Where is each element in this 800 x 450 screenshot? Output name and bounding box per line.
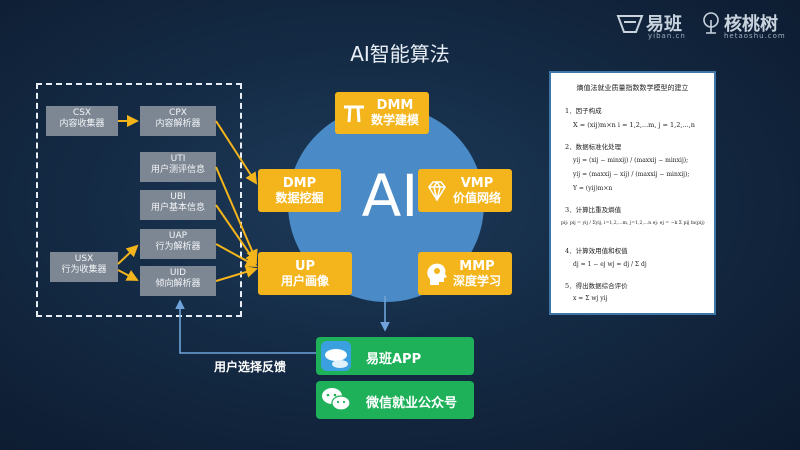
node-uap-name: 行为解析器 (155, 242, 201, 252)
formula-1: X = (xij)m×n i = 1,2,...m, j = 1,2,...,n (573, 121, 695, 129)
diamond-icon (428, 179, 446, 202)
document-step-5: 5．得出数据综合评价 (565, 282, 628, 290)
node-csx-name: 内容收集器 (59, 119, 105, 129)
document-step-1: 1．因子构成 (565, 107, 602, 115)
node-dmm: DMM 数学建模 (335, 92, 429, 134)
brain-head-icon (427, 263, 447, 285)
arrow-ubi-up (215, 204, 258, 265)
ai-label: AI (361, 162, 419, 230)
node-dmp: DMP 数据挖掘 (258, 169, 341, 212)
node-ubi: UBI 用户基本信息 (140, 190, 216, 220)
formula-5: x = Σ wj yij (573, 295, 608, 302)
node-csx: CSX 内容收集器 (46, 106, 118, 136)
node-vmp: VMP 价值网络 (418, 169, 512, 212)
arrow-uid-up (215, 266, 258, 282)
node-dmp-name: 数据挖掘 (275, 191, 324, 205)
node-csx-code: CSX (72, 108, 92, 118)
output-yiban-app: 易班APP (316, 337, 474, 375)
hetaoshu-logo: 核桃树 hetaoshu.com (700, 10, 796, 40)
node-up-code: UP (294, 259, 316, 274)
node-cpx-code: CPX (169, 108, 187, 118)
node-uti: UTI 用户测评信息 (140, 152, 216, 182)
yiban-logo: 易班 yiban.cn (616, 10, 696, 40)
node-mmp-name: 深度学习 (452, 274, 501, 288)
formula-2b: yij = (maxxij − xij) / (maxxij − minxij)… (573, 171, 690, 178)
document-step-3: 3．计算比重及熵值 (565, 206, 622, 214)
node-uid-code: UID (169, 268, 187, 278)
node-uti-name: 用户测评信息 (150, 165, 205, 175)
node-mmp: MMP 深度学习 (418, 252, 512, 295)
formula-2a: yij = (xij − minxij) / (maxxij − minxij)… (573, 157, 689, 164)
node-uti-code: UTI (170, 154, 186, 164)
node-dmp-code: DMP (282, 176, 317, 191)
node-up: UP 用户画像 (258, 252, 352, 295)
yiban-logo-icon (616, 15, 644, 33)
node-cpx-name: 内容解析器 (155, 119, 201, 129)
node-uap-code: UAP (168, 231, 188, 241)
collector-group-frame (36, 83, 242, 317)
node-vmp-name: 价值网络 (452, 191, 501, 205)
document-step-2: 2．数据标准化处理 (565, 143, 622, 151)
pi-icon (344, 105, 364, 123)
yiban-sub: yiban.cn (648, 32, 686, 40)
formula-document: 熵值法就业质量指数数学模型的建立 1．因子构成 X = (xij)m×n i =… (549, 71, 716, 315)
node-up-name: 用户画像 (280, 274, 329, 288)
node-mmp-code: MMP (459, 259, 495, 274)
feedback-label: 用户选择反馈 (214, 360, 287, 374)
tree-icon (703, 12, 719, 34)
output-wechat: 微信就业公众号 (316, 381, 474, 419)
node-uid-name: 倾向解析器 (155, 279, 201, 289)
formula-2c: Y = (yij)m×n (573, 185, 613, 192)
output-yiban-app-label: 易班APP (366, 352, 422, 367)
arrow-uap-up (215, 243, 258, 267)
node-cpx: CPX 内容解析器 (140, 106, 216, 136)
formula-3: pij: pij = yij / Σyij, i=1,2,...m, j=1,2… (561, 221, 705, 226)
output-wechat-label: 微信就业公众号 (366, 396, 458, 411)
node-usx: USX 行为收集器 (50, 252, 118, 282)
document-step-4: 4．计算效用值和权值 (565, 247, 628, 255)
node-vmp-code: VMP (460, 176, 494, 191)
node-usx-code: USX (74, 254, 94, 264)
page-title: AI智能算法 (350, 42, 450, 66)
node-dmm-name: 数学建模 (370, 113, 419, 127)
node-uap: UAP 行为解析器 (140, 229, 216, 259)
arrow-uti-up (215, 166, 258, 262)
arrow-cpx-dmp (215, 120, 258, 185)
document-title: 熵值法就业质量指数数学模型的建立 (576, 84, 689, 92)
arrow-feedback (175, 299, 316, 354)
yiban-app-icon (321, 341, 351, 371)
node-uid: UID 倾向解析器 (140, 266, 216, 296)
arrow-usx-uap (117, 244, 139, 265)
formula-4: dj = 1 − ej wj = dj / Σ dj (573, 261, 647, 268)
hetaoshu-sub: hetaoshu.com (724, 32, 786, 40)
node-ubi-name: 用户基本信息 (150, 203, 205, 213)
node-dmm-code: DMM (376, 98, 414, 113)
wechat-icon (322, 388, 351, 411)
node-usx-name: 行为收集器 (61, 265, 107, 275)
hetaoshu-name: 核桃树 (724, 14, 778, 35)
arrow-usx-uid (117, 269, 139, 281)
node-ubi-code: UBI (170, 192, 186, 202)
yiban-name: 易班 (646, 14, 682, 35)
